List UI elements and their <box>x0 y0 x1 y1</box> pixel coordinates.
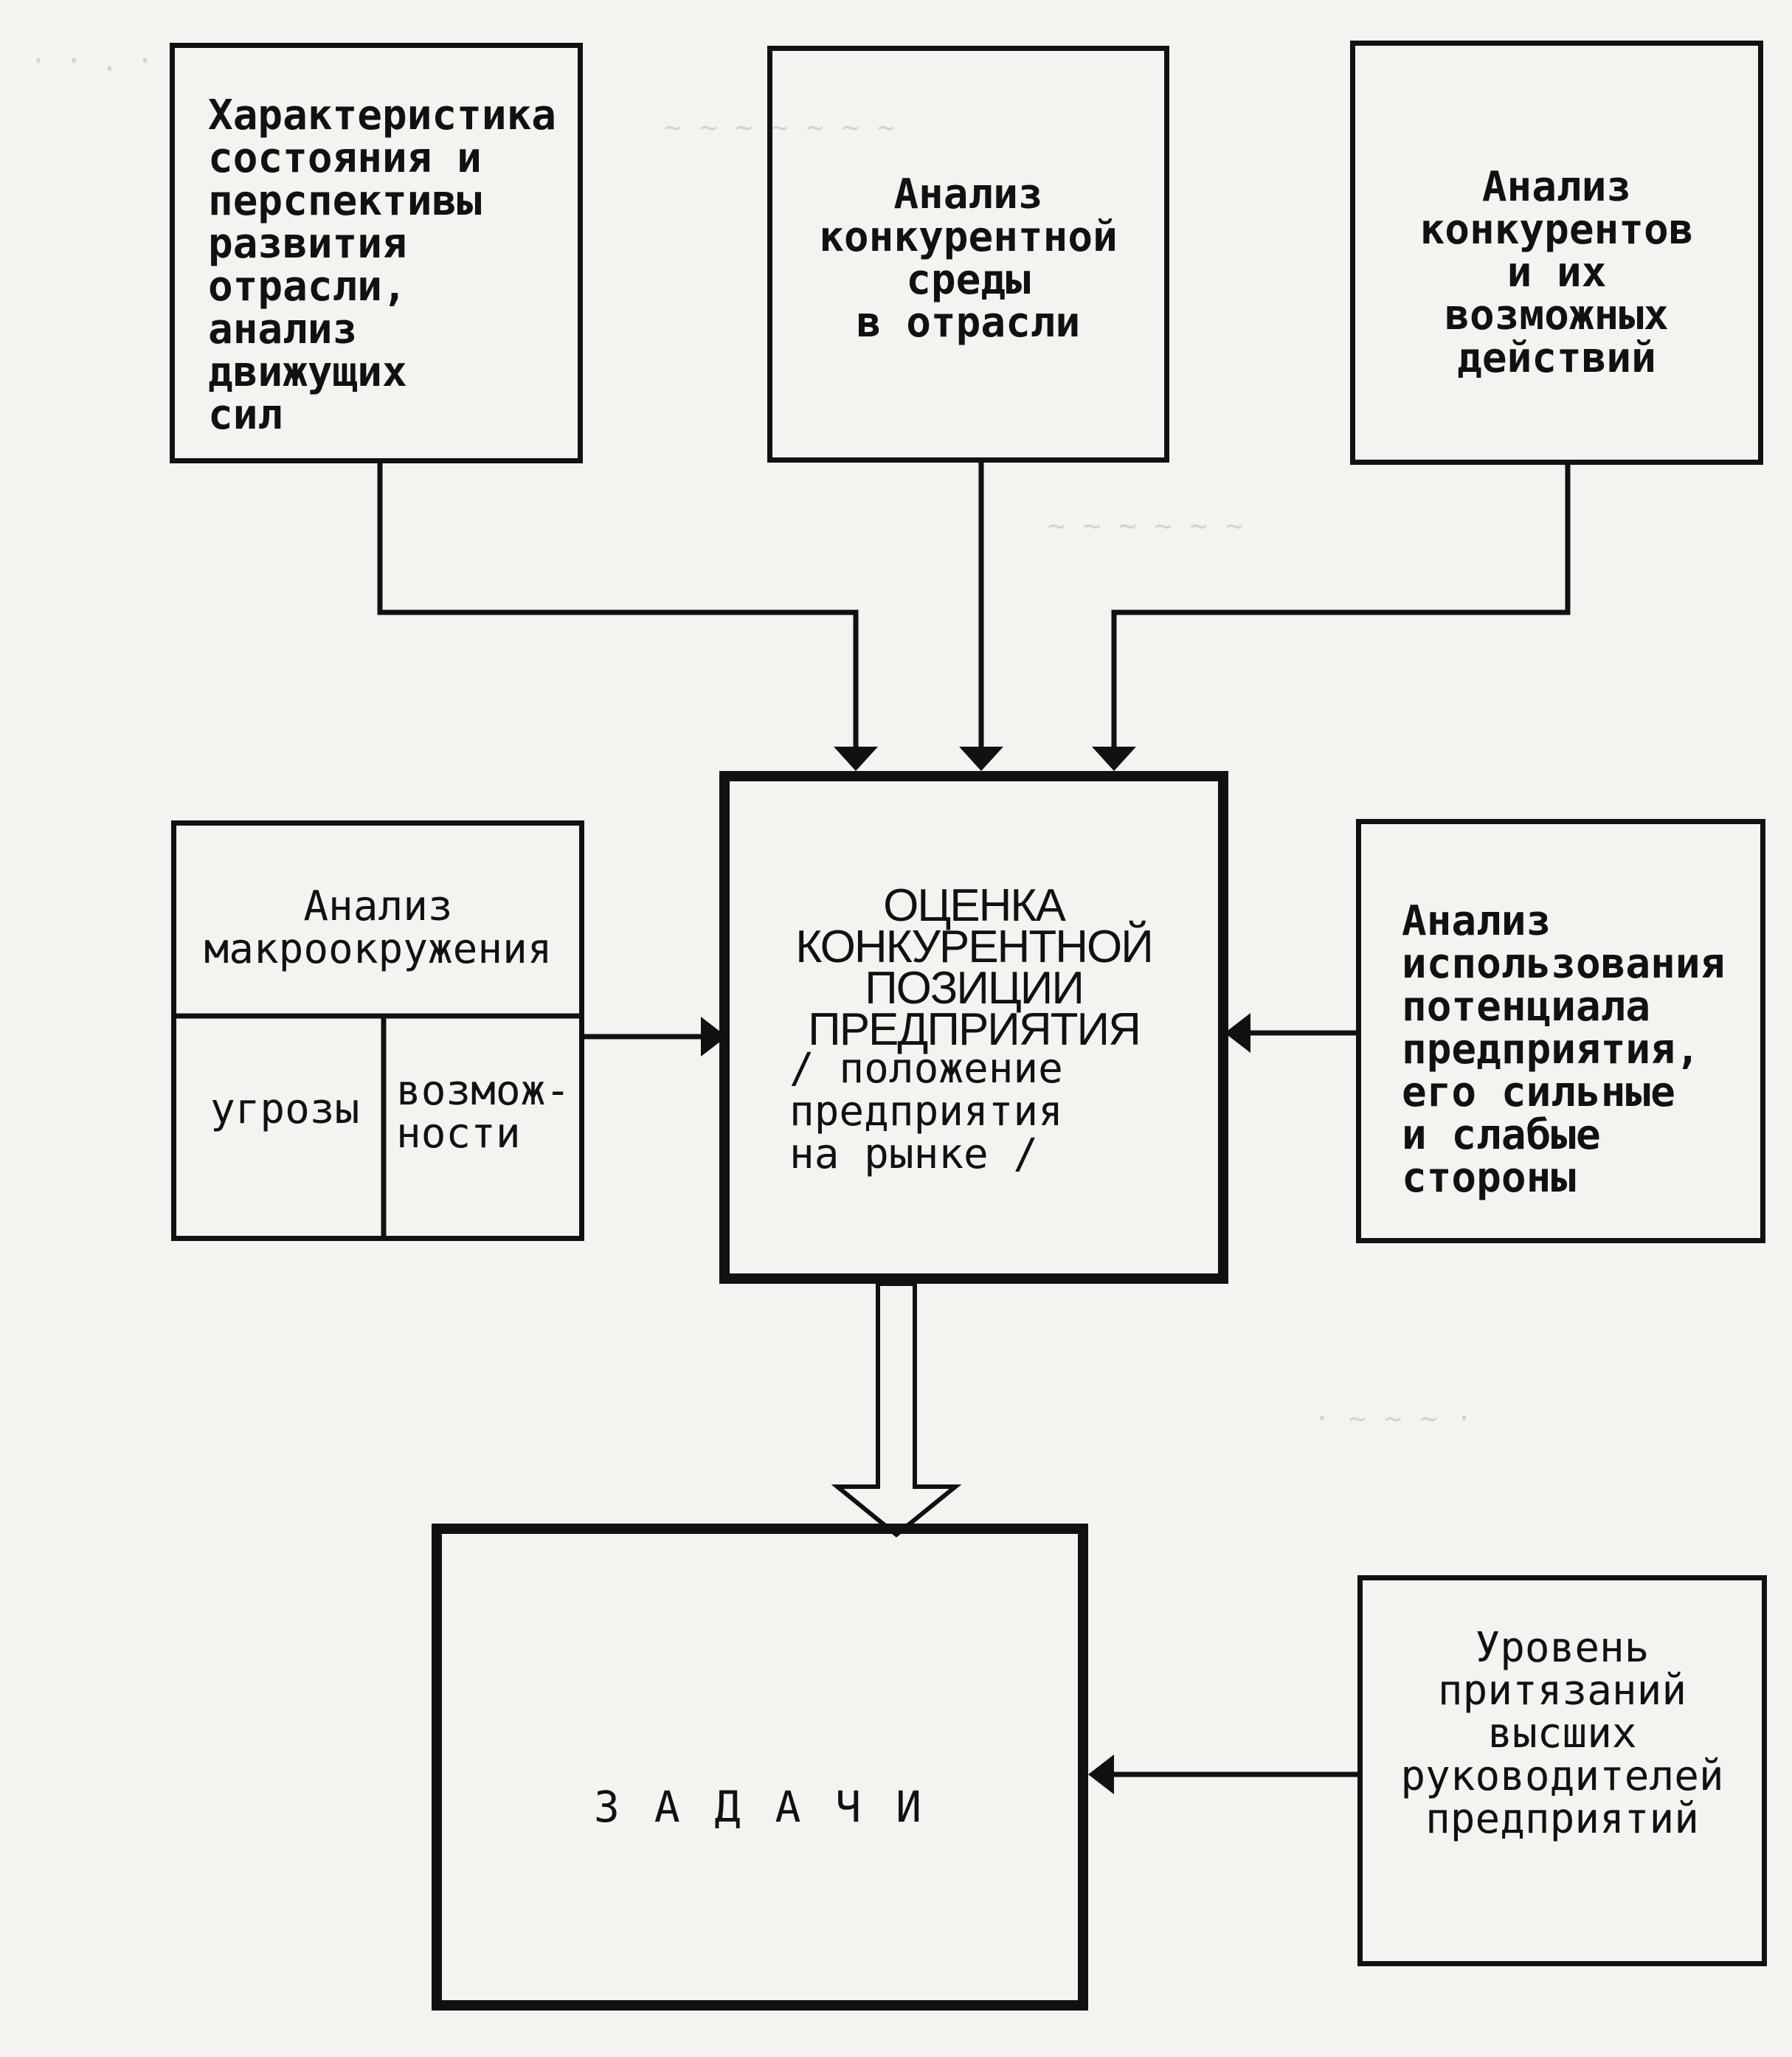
macro-environment-box <box>171 820 584 1241</box>
macro-environment-header: Анализ макроокружения <box>204 882 553 973</box>
competitive-environment-box <box>767 46 1169 463</box>
competitive-position-subtitle: / положение предприятия на рынке / <box>789 1045 1063 1178</box>
industry-analysis-text: Характеристика состояния и перспективы р… <box>208 91 557 439</box>
aspirations-box <box>1357 1575 1767 1966</box>
potential-analysis-box <box>1356 819 1765 1243</box>
competitive-position-title: ОЦЕНКА КОНКУРЕНТНОЙ ПОЗИЦИИ ПРЕДПРИЯТИЯ <box>795 880 1154 1055</box>
tasks-text: З А Д А Ч И <box>593 1782 927 1832</box>
aspirations-text: Уровень притязаний высших руководителей … <box>1400 1624 1724 1843</box>
arrowhead-aspirations <box>1088 1754 1114 1794</box>
tasks-box <box>432 1524 1088 2011</box>
macro-opportunities-text: возмож- ности <box>396 1067 571 1158</box>
arrow-competitors-to-assessment <box>1111 461 1571 760</box>
arrowhead-potential <box>1225 1013 1250 1053</box>
competitors-box <box>1350 41 1763 465</box>
macro-threats-text: угрозы <box>210 1085 360 1133</box>
arrowhead-industry <box>834 747 878 771</box>
competitive-environment-text: Анализ конкурентной среды в отрасли <box>819 170 1118 347</box>
hollow-arrow-assessment-to-tasks <box>831 1282 962 1538</box>
industry-analysis-box <box>170 43 583 463</box>
competitive-position-box <box>719 771 1228 1284</box>
arrowhead-macro <box>701 1017 727 1057</box>
competitors-text: Анализ конкурентов и их возможных действ… <box>1419 163 1694 382</box>
arrowhead-competitors <box>1092 747 1136 771</box>
potential-analysis-text: Анализ использования потенциала предприя… <box>1402 897 1726 1202</box>
arrow-industry-to-assessment <box>377 461 859 760</box>
arrowhead-environment <box>959 747 1003 771</box>
